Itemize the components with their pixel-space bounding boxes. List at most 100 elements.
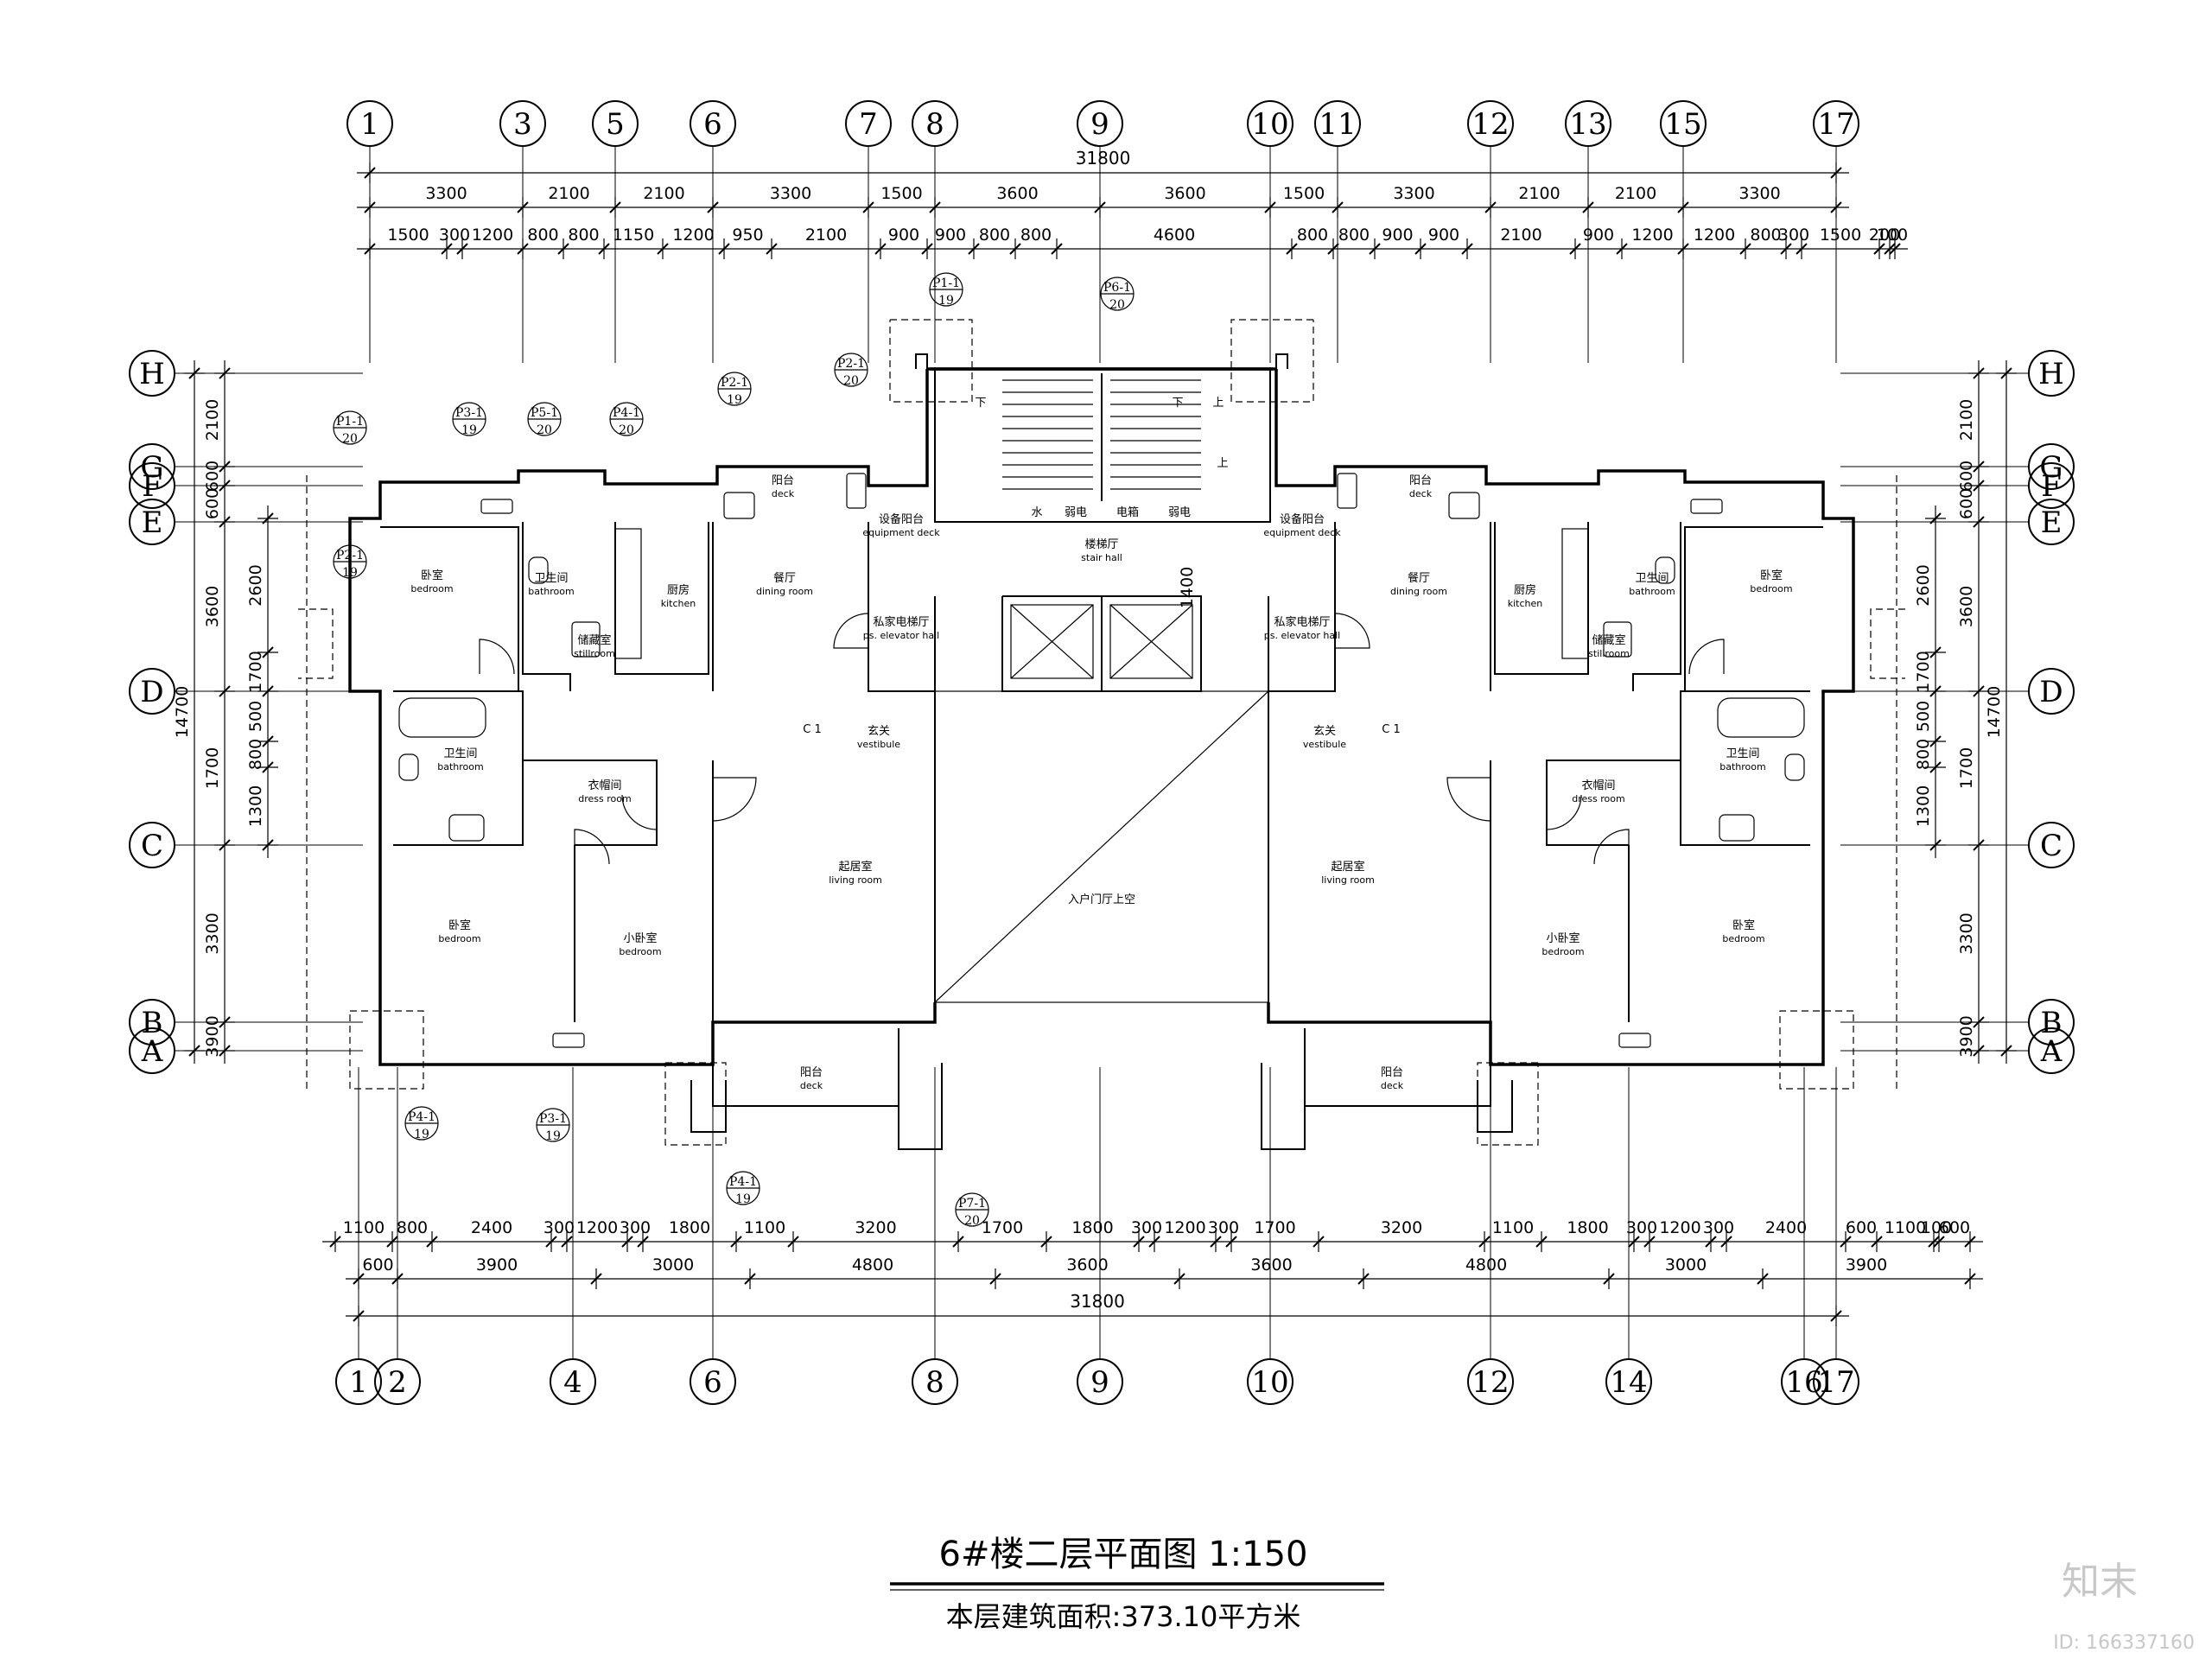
dim-top-row2-text: 800 bbox=[527, 226, 558, 245]
dim-bottom-row2-text: 3000 bbox=[1665, 1255, 1707, 1274]
equip-box bbox=[1337, 473, 1357, 509]
exterior-wall bbox=[1267, 369, 1855, 1066]
dim-top-row2-text: 1200 bbox=[1631, 226, 1673, 245]
dim-top-row2-text: 950 bbox=[732, 226, 763, 245]
dim-slash bbox=[718, 243, 730, 255]
dim-slash bbox=[1757, 1273, 1769, 1285]
callout-sheet: 19 bbox=[938, 294, 954, 308]
dim-slash bbox=[262, 646, 274, 658]
axis-bubble-bottom-9 bbox=[1077, 1358, 1123, 1405]
washbasin bbox=[1719, 814, 1755, 842]
room-small-bedroom-cn: 小卧室 bbox=[1546, 931, 1580, 945]
dim-bottom-row1-text: 2400 bbox=[471, 1218, 512, 1237]
axis-bubble-right-E bbox=[2028, 499, 2075, 545]
room-deck-south-cn: 阳台 bbox=[800, 1066, 823, 1079]
axis-label-top-3: 3 bbox=[513, 107, 532, 142]
dim-bottom-row1-text: 1200 bbox=[1659, 1218, 1700, 1237]
bath2-partition bbox=[393, 690, 524, 846]
room-equip-deck-cn: 设备阳台 bbox=[1280, 512, 1325, 526]
room-bedroom-north-cn: 卧室 bbox=[421, 569, 443, 582]
room-bedroom-north-en: bedroom bbox=[1750, 583, 1792, 594]
stair-dash bbox=[889, 319, 973, 403]
room-bedroom-south-cn: 卧室 bbox=[448, 918, 471, 932]
axis-label-top-5: 5 bbox=[606, 107, 625, 142]
dim-slash bbox=[1327, 243, 1339, 255]
exterior-wall bbox=[348, 369, 937, 1066]
dim-left-outer-text: 600 bbox=[203, 461, 222, 492]
room-elev-hall-en: ps. elevator hall bbox=[1264, 630, 1340, 641]
room-deck-north-cn: 阳台 bbox=[1409, 474, 1432, 487]
dim-top-row2-text: 2100 bbox=[1500, 226, 1541, 245]
dim-slash bbox=[621, 1236, 633, 1248]
room-deck-south-en: deck bbox=[800, 1080, 823, 1091]
dim-slash bbox=[1933, 1236, 1945, 1248]
dim-slash bbox=[219, 1016, 231, 1028]
callout-ref: P2-1 bbox=[837, 357, 865, 371]
room-equip-deck-cn: 设备阳台 bbox=[879, 512, 924, 526]
axis-label-top-15: 15 bbox=[1664, 107, 1701, 142]
axis-bubble-top-3 bbox=[499, 100, 546, 147]
room-bedroom-south-en: bedroom bbox=[1722, 933, 1764, 944]
door-swing bbox=[833, 613, 869, 649]
axis-bubble-top-8 bbox=[912, 100, 958, 147]
axis-bubble-right-B bbox=[2028, 999, 2075, 1046]
dim-slash bbox=[262, 735, 274, 747]
room-stair-hall-en: stair hall bbox=[1081, 552, 1122, 563]
dim-slash bbox=[1973, 516, 1985, 528]
dim-slash bbox=[262, 761, 274, 773]
dim-slash bbox=[219, 516, 231, 528]
room-stillroom-en: stillroom bbox=[1588, 648, 1630, 659]
axis-label-left-F: F bbox=[142, 469, 162, 504]
dim-slash bbox=[353, 1310, 365, 1322]
toilet-upper bbox=[1655, 556, 1675, 584]
axis-bubble-left-E bbox=[129, 499, 175, 545]
ac-unit-south bbox=[1618, 1033, 1651, 1048]
room-dress-en: dress room bbox=[578, 793, 631, 804]
dim-slash bbox=[517, 201, 529, 213]
room-dining-en: dining room bbox=[756, 586, 813, 597]
callout-sheet: 20 bbox=[1109, 298, 1125, 312]
callout-sheet: 19 bbox=[414, 1128, 429, 1141]
room-kitchen-cn: 厨房 bbox=[667, 583, 690, 597]
dim-slash bbox=[219, 1045, 231, 1057]
room-living-en: living room bbox=[1321, 874, 1375, 886]
bedroom-partition bbox=[1684, 526, 1823, 691]
room-elev-hall-cn: 私家电梯厅 bbox=[1274, 615, 1330, 629]
callout-sheet: 20 bbox=[619, 423, 634, 437]
dim-slash bbox=[1173, 1273, 1185, 1285]
room-equip-deck-en: equipment deck bbox=[862, 527, 940, 538]
room-dining-en: dining room bbox=[1390, 586, 1447, 597]
callout-ref: P3-1 bbox=[455, 406, 483, 420]
dim-slash bbox=[952, 1236, 964, 1248]
dim-slash bbox=[989, 1273, 1001, 1285]
dim-slash bbox=[1414, 243, 1427, 255]
dim-slash bbox=[441, 243, 453, 255]
door-swing bbox=[1546, 794, 1582, 830]
dim-top-row2-text: 900 bbox=[935, 226, 966, 245]
dim-bottom-row1-text: 1100 bbox=[1492, 1218, 1534, 1237]
equip-box bbox=[846, 473, 867, 509]
dim-top-row2-text: 900 bbox=[1382, 226, 1413, 245]
room-dining-cn: 餐厅 bbox=[773, 571, 796, 585]
room-deck-south-cn: 阳台 bbox=[1381, 1066, 1403, 1079]
dim-bottom-row1-text: 2400 bbox=[1765, 1218, 1807, 1237]
axis-bubble-top-1 bbox=[346, 100, 393, 147]
axis-bubble-right-G bbox=[2028, 443, 2075, 490]
room-small-bedroom-en: bedroom bbox=[1541, 946, 1584, 957]
axis-label-bottom-2: 2 bbox=[388, 1365, 407, 1400]
dim-right-outer-text: 3600 bbox=[1957, 586, 1976, 627]
room-stillroom-cn: 储藏室 bbox=[1592, 633, 1625, 647]
axis-bubble-top-9 bbox=[1077, 100, 1123, 147]
dim-left-outer-text: 3900 bbox=[203, 1015, 222, 1057]
dim-top-row2-text: 900 bbox=[888, 226, 919, 245]
axis-bubble-bottom-12 bbox=[1467, 1358, 1514, 1405]
dim-top-row2-text: 200 bbox=[1869, 226, 1900, 245]
stair-down-2: 下 bbox=[1172, 397, 1183, 410]
dim-slash bbox=[1705, 1236, 1717, 1248]
corner-dash bbox=[349, 1010, 424, 1090]
dim-right-total-text: 14700 bbox=[1985, 686, 2004, 738]
dim-right-outer-text: 1700 bbox=[1957, 747, 1976, 789]
dim-right-inner-text: 1700 bbox=[1914, 651, 1933, 692]
axis-label-right-H: H bbox=[2038, 357, 2064, 391]
axis-bubble-top-13 bbox=[1565, 100, 1611, 147]
